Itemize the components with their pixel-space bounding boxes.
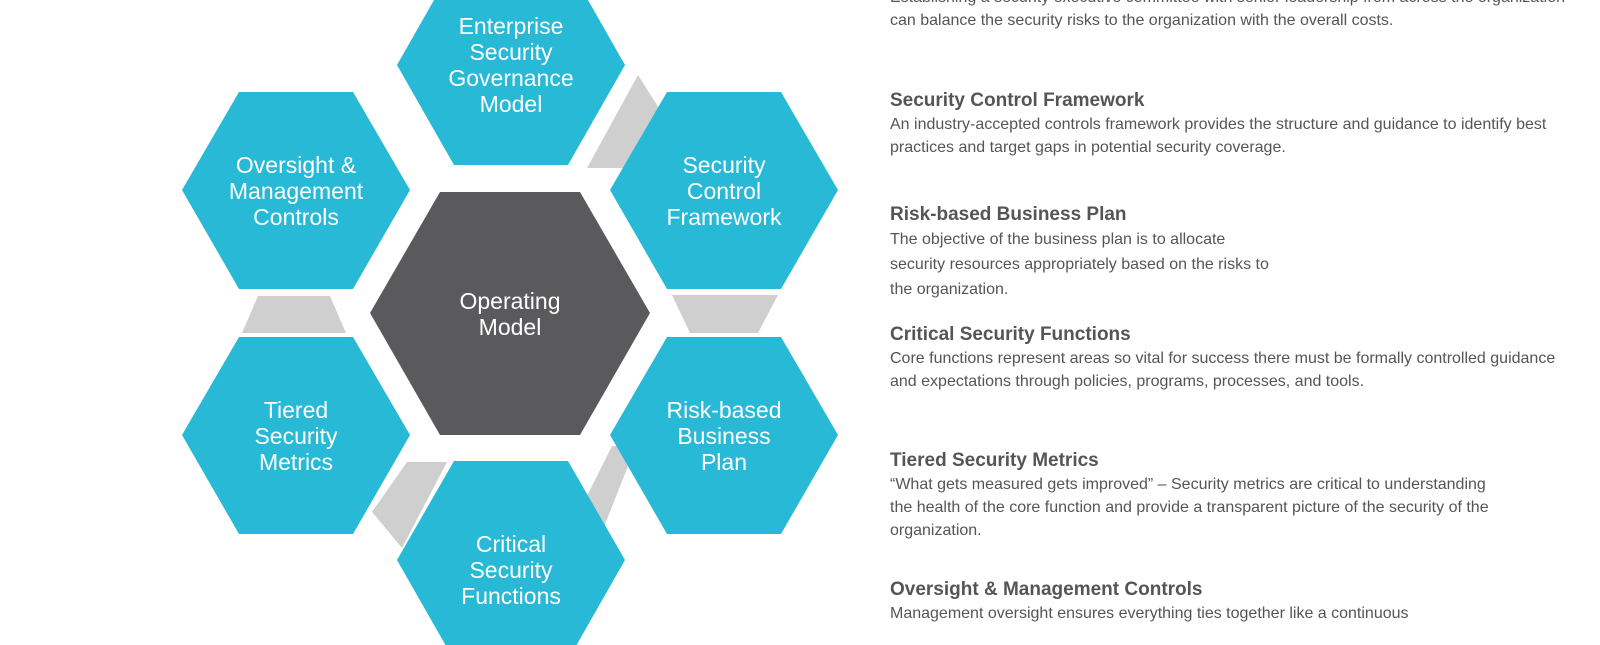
description-text: Core functions represent areas so vital … [890, 350, 1556, 390]
description-title: Security Control Framework [890, 90, 1145, 111]
description-text: Establishing a security executive commit… [890, 0, 1565, 29]
description-text: An industry-accepted controls framework … [890, 116, 1547, 156]
hex-framework [610, 92, 838, 289]
center-label: Operating Model [459, 287, 561, 340]
description-title: Oversight & Management Controls [890, 579, 1203, 600]
hex-label-oversight: Oversight & Management Controls [228, 151, 364, 230]
hex-center [370, 192, 650, 435]
description-governance: Establishing a security executive commit… [890, 0, 1570, 32]
description-title: Critical Security Functions [890, 324, 1131, 345]
hex-label-functions: Critical Security Functions [461, 531, 561, 609]
description-title: Tiered Security Metrics [890, 450, 1099, 471]
hex-label-business-plan: Risk-based Business Plan [666, 396, 782, 475]
connector-functions-metrics [372, 462, 447, 548]
description-functions: Critical Security Functions Core functio… [890, 323, 1570, 393]
description-metrics: Tiered Security Metrics “What gets measu… [890, 449, 1570, 542]
description-title: Risk-based Business Plan [890, 204, 1127, 225]
description-text: Management oversight ensures everything … [890, 605, 1409, 622]
description-framework: Security Control Framework An industry-a… [890, 89, 1570, 159]
description-oversight: Oversight & Management Controls Manageme… [890, 578, 1570, 625]
hex-label-governance: Enterprise Security Governance Model [448, 13, 574, 117]
hex-governance [397, 0, 625, 165]
description-text: The objective of the business plan is to… [890, 231, 1269, 298]
hex-metrics [182, 337, 410, 534]
hex-oversight [182, 92, 410, 289]
hex-functions [397, 461, 625, 645]
connector-business-plan-functions [585, 446, 636, 532]
connector-metrics-oversight [242, 296, 346, 333]
connector-framework-business-plan [672, 295, 778, 333]
description-business-plan: Risk-based Business Plan The objective o… [890, 203, 1570, 302]
operating-model-diagram [182, 0, 838, 645]
hex-label-metrics: Tiered Security Metrics [254, 396, 338, 475]
hex-business-plan [610, 337, 838, 534]
hex-label-framework: Security Control Framework [666, 151, 782, 230]
description-text: “What gets measured gets improved” – Sec… [890, 476, 1489, 539]
